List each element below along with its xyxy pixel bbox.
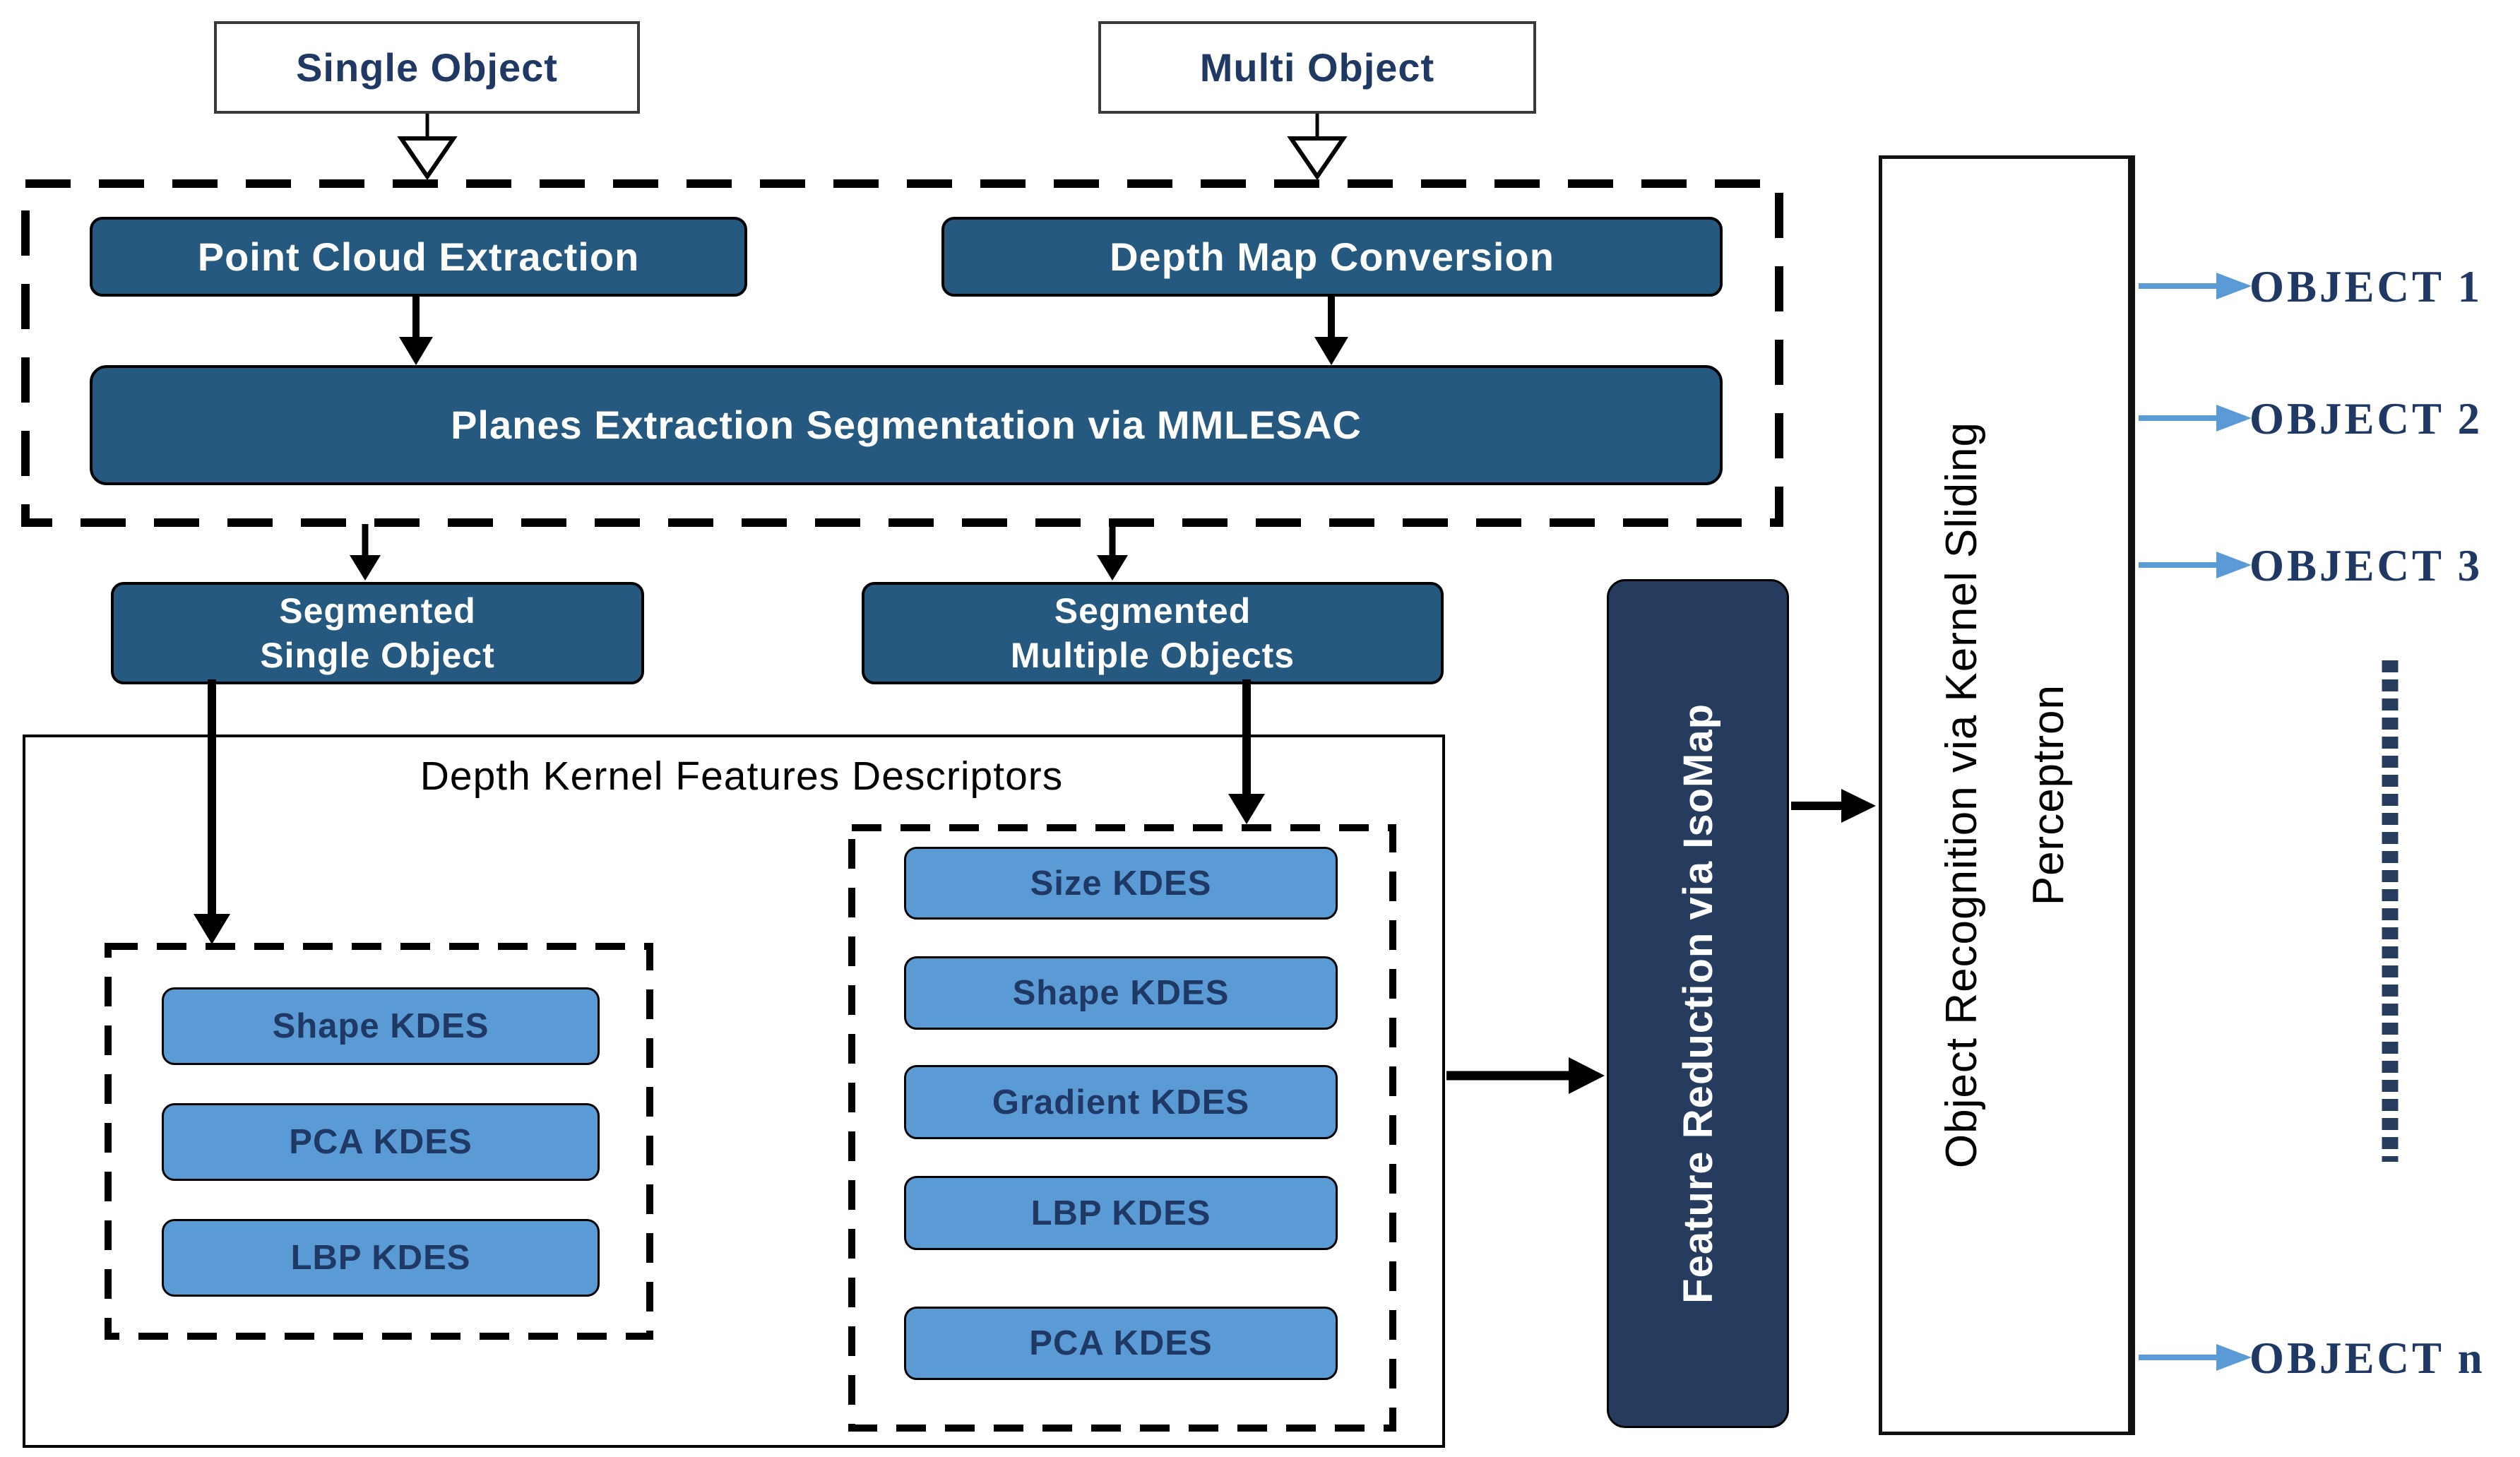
preprocessing-dashed-container — [21, 179, 1783, 527]
node-single-object-label: Single Object — [296, 45, 558, 90]
lbp-kdes-multi-label: LBP KDES — [1030, 1194, 1211, 1232]
node-single-object: Single Object — [214, 21, 640, 114]
shape-kdes-multi-label: Shape KDES — [1012, 974, 1230, 1012]
node-point-cloud-extraction-label: Point Cloud Extraction — [197, 234, 640, 279]
arrow-point-cloud-to-planes — [399, 297, 433, 365]
node-shape-kdes-multi: Shape KDES — [904, 956, 1338, 1030]
node-planes-extraction-label: Planes Extraction Segmentation via MMLES… — [451, 403, 1362, 447]
node-gradient-kdes: Gradient KDES — [904, 1065, 1338, 1139]
node-segmented-multiple-objects: Segmented Multiple Objects — [862, 582, 1444, 684]
arrow-depth-map-to-planes — [1314, 297, 1348, 365]
arrow-feature-reduction-to-recognition — [1791, 789, 1876, 823]
arrow-output-object-3 — [2139, 552, 2252, 578]
node-pca-kdes-single: PCA KDES — [162, 1103, 600, 1181]
arrow-output-object-1 — [2139, 273, 2252, 299]
gradient-kdes-label: Gradient KDES — [992, 1083, 1250, 1122]
arrow-output-object-n — [2139, 1344, 2252, 1371]
output-object-3: OBJECT 3 — [2249, 541, 2483, 590]
arrow-multi-object-to-container — [1287, 114, 1348, 181]
node-multi-object-label: Multi Object — [1199, 45, 1435, 90]
arrow-kdes-to-feature-reduction — [1446, 1057, 1605, 1094]
kdes-container — [23, 735, 1445, 1448]
node-lbp-kdes-single: LBP KDES — [162, 1219, 600, 1297]
arrow-segmented-single-to-left-kdes — [194, 679, 230, 944]
segmented-single-line2: Single Object — [260, 635, 495, 675]
node-feature-reduction: Feature Reduction via IsoMap — [1607, 579, 1789, 1428]
node-pca-kdes-multi: PCA KDES — [904, 1307, 1338, 1380]
node-shape-kdes-single: Shape KDES — [162, 987, 600, 1065]
node-size-kdes: Size KDES — [904, 847, 1338, 920]
segmented-single-line1: Segmented — [279, 591, 476, 631]
arrow-container-to-segmented-single — [350, 524, 381, 581]
node-multi-object: Multi Object — [1098, 21, 1536, 114]
right-kdes-dashed-box — [848, 824, 1396, 1432]
kdes-title-label: Depth Kernel Features Descriptors — [420, 754, 1064, 799]
kdes-container-title: Depth Kernel Features Descriptors — [233, 753, 1250, 802]
segmented-multiple-line1: Segmented — [1054, 591, 1252, 631]
node-planes-extraction: Planes Extraction Segmentation via MMLES… — [90, 365, 1723, 485]
segmented-multiple-line2: Multiple Objects — [1010, 635, 1295, 675]
arrow-output-object-2 — [2139, 405, 2252, 432]
output-object-n: OBJECT n — [2249, 1333, 2485, 1383]
shape-kdes-single-label: Shape KDES — [272, 1007, 489, 1045]
node-point-cloud-extraction: Point Cloud Extraction — [90, 217, 747, 297]
node-lbp-kdes-multi: LBP KDES — [904, 1176, 1338, 1250]
arrow-container-to-segmented-multiple — [1097, 524, 1128, 581]
lbp-kdes-single-label: LBP KDES — [290, 1239, 471, 1277]
node-depth-map-conversion-label: Depth Map Conversion — [1110, 234, 1555, 279]
pca-kdes-single-label: PCA KDES — [289, 1123, 472, 1161]
pca-kdes-multi-label: PCA KDES — [1029, 1324, 1213, 1362]
arrow-single-object-to-container — [397, 114, 458, 181]
node-segmented-single-object: Segmented Single Object — [111, 582, 644, 684]
node-object-recognition: Object Recognition via Kernel Sliding Pe… — [1879, 155, 2135, 1435]
output-object-1: OBJECT 1 — [2249, 262, 2483, 311]
node-depth-map-conversion: Depth Map Conversion — [941, 217, 1723, 297]
output-object-2: OBJECT 2 — [2249, 394, 2483, 444]
size-kdes-label: Size KDES — [1030, 864, 1212, 903]
arrow-segmented-multiple-to-right-kdes — [1228, 679, 1265, 824]
left-kdes-dashed-box — [105, 943, 653, 1340]
